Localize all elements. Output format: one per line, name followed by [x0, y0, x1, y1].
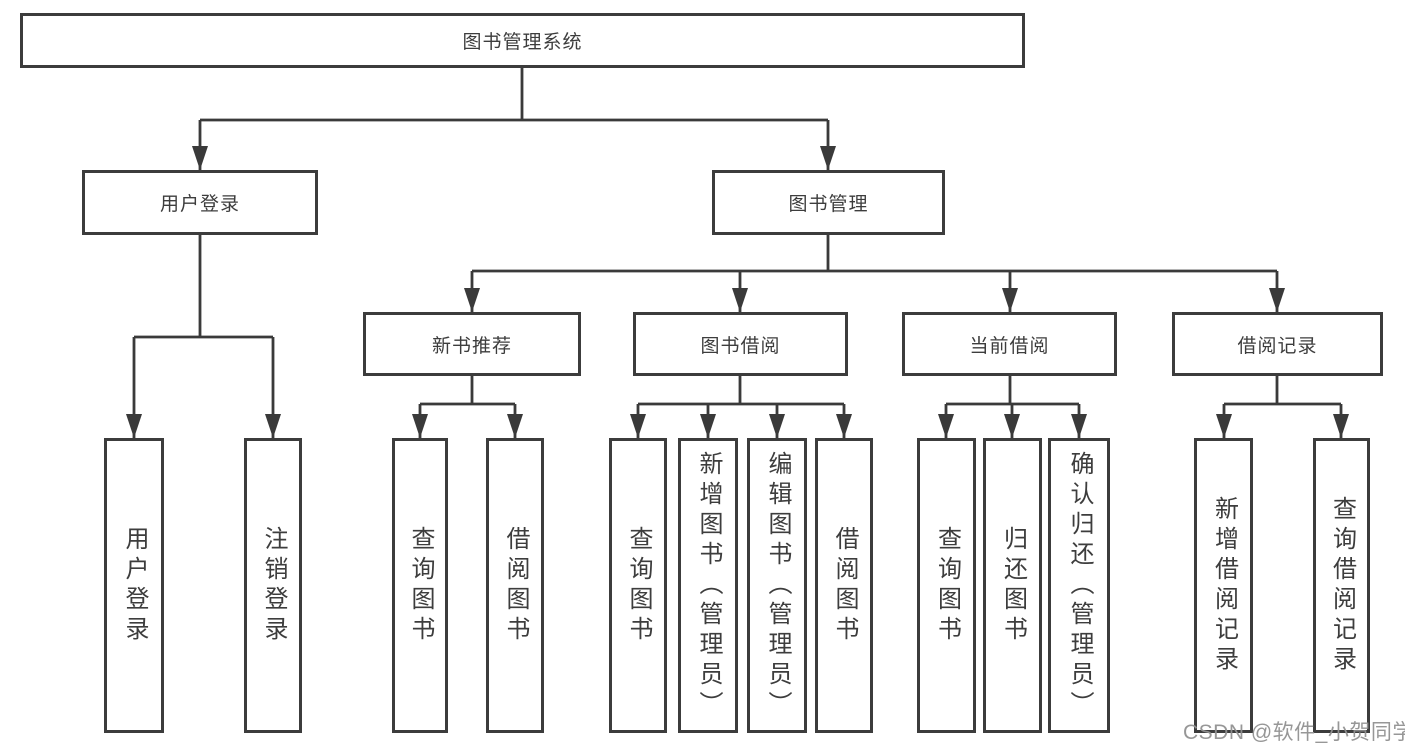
node-label: 图书管理系统 — [462, 32, 583, 53]
node-label: 编辑图书（管理员） — [764, 450, 791, 721]
node-borrow-records: 借阅记录 — [1172, 312, 1383, 376]
leaf-borrow-books: 借阅图书 — [486, 438, 544, 733]
node-label: 图书管理 — [788, 194, 869, 215]
node-current-borrow: 当前借阅 — [902, 312, 1117, 376]
connector-new-books-children — [412, 376, 523, 438]
node-label: 查询图书 — [933, 525, 961, 646]
leaf-query-books: 查询图书 — [609, 438, 667, 733]
connector-trunk — [1224, 376, 1341, 406]
node-label: 借阅记录 — [1237, 335, 1318, 357]
node-label: 借阅图书 — [502, 525, 529, 646]
connector-trunk — [420, 376, 515, 406]
connector-book-management-children — [464, 235, 1285, 312]
node-user-login: 用户登录 — [82, 170, 318, 235]
node-label: 当前借阅 — [969, 335, 1050, 357]
connector-user-login-children — [126, 235, 281, 438]
node-label: 查询借阅记录 — [1328, 495, 1356, 676]
connector-trunk — [200, 68, 828, 122]
leaf-confirm-return-admin: 确认归还（管理员） — [1048, 438, 1110, 733]
leaf-add-borrow-record: 新增借阅记录 — [1194, 438, 1253, 733]
connector-current-borrow-children — [938, 376, 1087, 438]
leaf-borrow-books: 借阅图书 — [815, 438, 873, 733]
connector-trunk — [134, 235, 273, 339]
node-label: 用户登录 — [159, 194, 240, 215]
node-label: 借阅图书 — [831, 525, 858, 646]
leaf-edit-books-admin: 编辑图书（管理员） — [747, 438, 807, 733]
leaf-query-borrow-record: 查询借阅记录 — [1313, 438, 1370, 733]
node-label: 新增图书（管理员） — [695, 450, 722, 721]
node-label: 注销登录 — [260, 525, 287, 646]
connector-book-borrow-children — [630, 376, 852, 438]
connector-trunk — [472, 235, 1277, 273]
node-label: 查询图书 — [407, 525, 434, 646]
leaf-add-books-admin: 新增图书（管理员） — [678, 438, 738, 733]
node-book-borrow: 图书借阅 — [633, 312, 848, 376]
node-book-management: 图书管理 — [712, 170, 945, 235]
node-label: 新书推荐 — [431, 335, 512, 357]
leaf-user-login: 用户登录 — [104, 438, 164, 733]
node-new-book-recommend: 新书推荐 — [363, 312, 581, 376]
connector-root-to-level2 — [192, 68, 836, 170]
node-label: 归还图书 — [999, 525, 1027, 646]
node-label: 查询图书 — [625, 525, 652, 646]
connector-trunk — [946, 376, 1079, 406]
csdn-watermark: CSDN @软件_小贺同学 — [1183, 721, 1405, 744]
node-root-system: 图书管理系统 — [20, 13, 1025, 68]
connector-borrow-records-children — [1216, 376, 1349, 438]
node-label: 新增借阅记录 — [1210, 495, 1238, 676]
leaf-query-books: 查询图书 — [392, 438, 448, 733]
leaf-return-books: 归还图书 — [983, 438, 1042, 733]
node-label: 用户登录 — [121, 525, 148, 646]
leaf-logout: 注销登录 — [244, 438, 302, 733]
node-label: 确认归还（管理员） — [1066, 450, 1093, 721]
node-label: 图书借阅 — [700, 335, 781, 357]
leaf-query-books: 查询图书 — [917, 438, 976, 733]
connector-trunk — [638, 376, 844, 406]
